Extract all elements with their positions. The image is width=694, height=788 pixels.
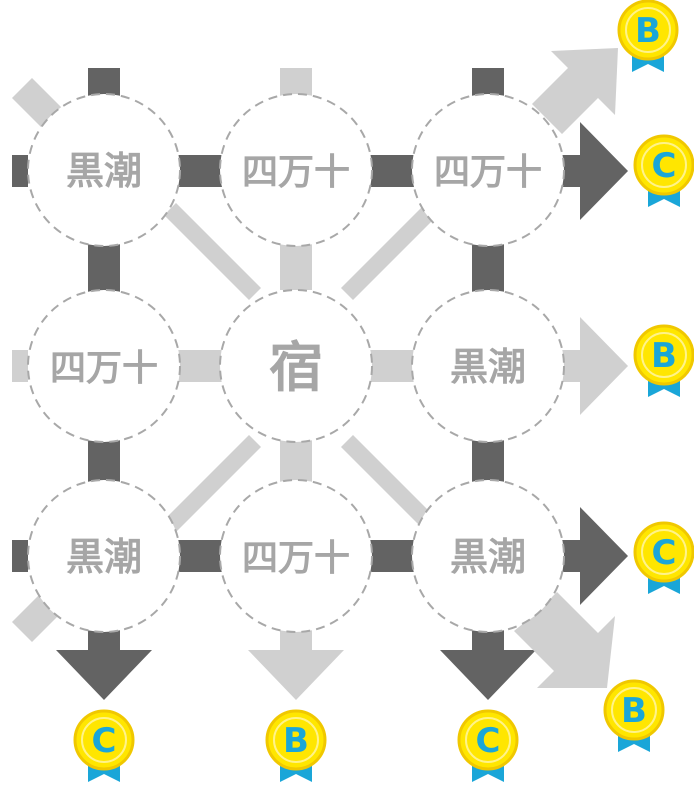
diagonal-connector-n20-n11 [164, 435, 261, 532]
connector-n20-n21 [176, 540, 224, 572]
medal-coin-inner [641, 529, 687, 575]
medal-letter: C [92, 721, 117, 761]
diagonal-connector-n22-n11 [341, 435, 438, 532]
arrow-right-row3 [560, 507, 628, 605]
medal-coin [617, 0, 679, 61]
node-r2c1-label: 四万十 [50, 348, 158, 389]
medal-coin-inner [625, 7, 671, 53]
connector-left-stub-r1 [12, 155, 28, 187]
medal-coin-inner [81, 717, 127, 763]
node-r3c3-label: 黒潮 [450, 535, 526, 579]
light-connectors [12, 68, 416, 485]
arrow-down-col1 [56, 630, 152, 700]
medals: B C B C B C B C [73, 0, 694, 782]
medal-letter: C [476, 721, 501, 761]
medal-coin [603, 679, 665, 741]
connector-n11-n12 [370, 350, 416, 382]
connector-top-stub-c3 [472, 68, 504, 98]
node-r2c3[interactable]: 黒潮 [411, 289, 565, 443]
medal-coin-inner [465, 717, 511, 763]
arrow-right-row1 [560, 122, 628, 220]
diagonal-stub-top-left [12, 78, 62, 128]
node-r2c3-label: 黒潮 [450, 345, 526, 389]
medal-bottom-right-diagonal: B [603, 679, 665, 752]
connector-n01-n02 [368, 155, 416, 187]
medal-letter: C [652, 533, 677, 573]
node-r2c1[interactable]: 四万十 [27, 289, 181, 443]
node-r1c2-label: 四万十 [242, 152, 350, 193]
node-r3c3[interactable]: 黒潮 [411, 479, 565, 633]
medal-letter: B [283, 721, 309, 761]
node-r2c2-center[interactable]: 宿 [219, 289, 373, 443]
connector-top-stub-c1 [88, 68, 120, 98]
medal-row2-right: B [633, 324, 694, 397]
medal-coin [265, 709, 327, 771]
medal-coin-inner [611, 687, 657, 733]
medal-col3-bottom: C [457, 709, 519, 782]
medal-letter: B [621, 691, 647, 731]
diagonal-connector-n02-n11 [341, 203, 438, 300]
node-r2c2-label: 宿 [269, 336, 323, 399]
arrow-diagonal-up-right [532, 48, 618, 134]
medal-coin [73, 709, 135, 771]
medal-col2-bottom: B [265, 709, 327, 782]
arrows [56, 48, 628, 700]
node-r3c2[interactable]: 四万十 [219, 479, 373, 633]
diagonal-connector-n00-n11 [164, 203, 261, 300]
medal-letter: C [652, 146, 677, 186]
connector-n00-n10 [88, 240, 120, 292]
node-r1c2[interactable]: 四万十 [219, 93, 373, 247]
arrow-down-col3 [440, 630, 536, 700]
arrow-diagonal-down-right [514, 592, 615, 688]
dark-connectors [12, 68, 504, 572]
connector-n00-n01 [176, 155, 224, 187]
connector-n10-n11 [176, 350, 224, 382]
arrow-right-row2 [560, 317, 628, 415]
medal-coin-inner [641, 332, 687, 378]
medal-letter: B [651, 336, 677, 376]
connector-left-stub-r2 [12, 350, 28, 382]
connector-n11-n21 [280, 440, 312, 485]
nodes: 黒潮 四万十 四万十 四万十 宿 黒潮 黒潮 四万十 [27, 93, 565, 633]
medal-coin [633, 324, 694, 386]
medal-letter: B [635, 11, 661, 51]
node-r3c1-label: 黒潮 [66, 535, 142, 579]
medal-top-right-diagonal: B [617, 0, 679, 72]
node-r1c1[interactable]: 黒潮 [27, 93, 181, 247]
medal-row3-right: C [633, 521, 694, 594]
node-r1c3-label: 四万十 [434, 152, 542, 193]
medal-row1-right: C [633, 134, 694, 207]
connector-left-stub-r3 [12, 540, 28, 572]
connector-n02-n12 [472, 240, 504, 292]
node-r3c2-label: 四万十 [242, 538, 350, 579]
medal-col1-bottom: C [73, 709, 135, 782]
connector-n21-n22 [368, 540, 416, 572]
arrow-down-col2 [248, 630, 344, 700]
medal-coin-inner [641, 142, 687, 188]
node-r1c1-label: 黒潮 [66, 149, 142, 193]
medal-coin [633, 521, 694, 583]
connector-n01-n11 [280, 240, 312, 290]
node-r3c1[interactable]: 黒潮 [27, 479, 181, 633]
medal-coin [633, 134, 694, 196]
medal-coin [457, 709, 519, 771]
medal-coin-inner [273, 717, 319, 763]
connector-top-stub-c2 [280, 68, 312, 98]
node-r1c3[interactable]: 四万十 [411, 93, 565, 247]
